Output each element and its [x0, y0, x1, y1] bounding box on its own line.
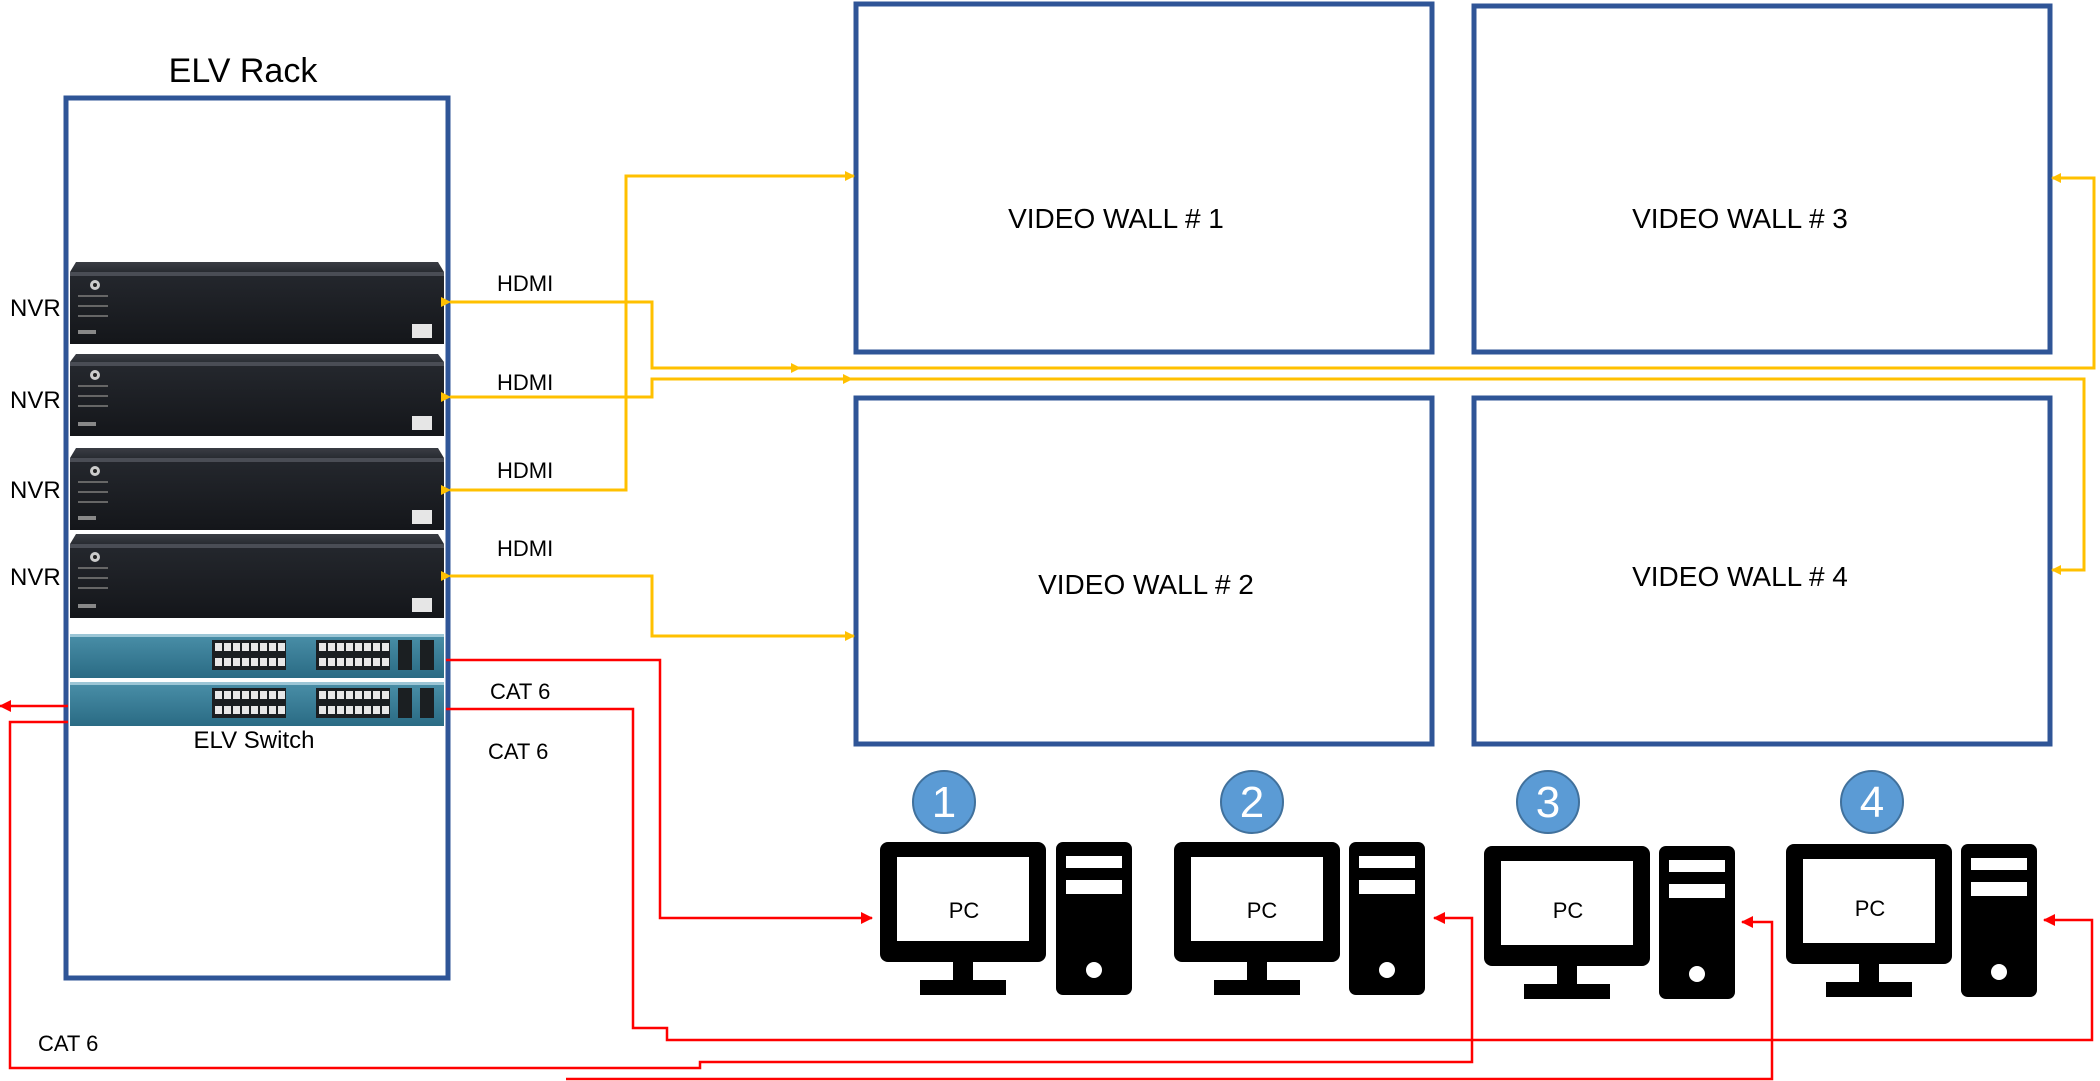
monitor-icon — [1484, 846, 1650, 999]
rack-title: ELV Rack — [169, 52, 319, 90]
nvr-unit — [70, 534, 444, 618]
cat6-label: CAT 6 — [38, 1031, 98, 1056]
monitor-icon — [1786, 844, 1952, 997]
nvr-label: NVR — [10, 387, 61, 414]
video-wall-label: VIDEO WALL # 1 — [1008, 203, 1224, 234]
nvr-label: NVR — [10, 477, 61, 504]
pc-number-badge — [912, 770, 976, 834]
cat6-connections — [0, 658, 2094, 1081]
cat6-line — [8, 720, 1474, 1070]
cat6-line — [566, 916, 1774, 1081]
elv-rack: ELV Rack — [63, 52, 451, 981]
cat6-line — [446, 658, 873, 924]
pc-number-badge — [1840, 770, 1904, 834]
pc-label: PC — [1247, 898, 1278, 923]
hdmi-connections — [441, 171, 2096, 641]
pc-number: 4 — [1860, 778, 1884, 827]
pc-workstation: 3 PC — [1484, 770, 1735, 999]
pc-number: 1 — [932, 778, 956, 827]
cat6-label: CAT 6 — [490, 679, 550, 704]
hdmi-line — [441, 173, 2096, 370]
pc-workstation: 1 PC — [880, 770, 1132, 995]
network-switch — [70, 682, 444, 726]
tower-icon — [1659, 846, 1735, 999]
nvr-unit — [70, 262, 444, 344]
switch-label: ELV Switch — [194, 727, 315, 754]
pc-workstation: 4 PC — [1786, 770, 2037, 997]
hdmi-line — [441, 377, 2086, 575]
monitor-icon — [1174, 842, 1340, 995]
tower-icon — [1056, 842, 1132, 995]
monitor-icon — [880, 842, 1046, 995]
cat6-line — [446, 707, 2094, 1042]
video-wall: VIDEO WALL # 3 — [1471, 3, 2053, 355]
hdmi-line — [441, 571, 855, 641]
hdmi-label: HDMI — [497, 271, 553, 296]
nvr-label: NVR — [10, 564, 61, 591]
hdmi-label: HDMI — [497, 458, 553, 483]
tower-icon — [1349, 842, 1425, 995]
tower-icon — [1961, 844, 2037, 997]
pc-label: PC — [1855, 896, 1886, 921]
video-wall: VIDEO WALL # 4 — [1471, 395, 2053, 747]
video-wall-label: VIDEO WALL # 2 — [1038, 569, 1254, 600]
pc-label: PC — [949, 898, 980, 923]
video-wall: VIDEO WALL # 2 — [853, 395, 1435, 747]
video-wall-label: VIDEO WALL # 4 — [1632, 561, 1848, 592]
nvr-unit — [70, 354, 444, 436]
pc-number: 3 — [1536, 778, 1560, 827]
hdmi-label: HDMI — [497, 370, 553, 395]
video-wall: VIDEO WALL # 1 — [853, 1, 1435, 355]
nvr-unit — [70, 448, 444, 530]
nvr-label: NVR — [10, 295, 61, 322]
pc-number-badge — [1220, 770, 1284, 834]
cat6-label: CAT 6 — [488, 739, 548, 764]
pc-workstation: 2 PC — [1174, 770, 1425, 995]
pc-number: 2 — [1240, 778, 1264, 827]
pc-label: PC — [1553, 898, 1584, 923]
network-switch — [70, 634, 444, 678]
hdmi-label: HDMI — [497, 536, 553, 561]
pc-number-badge — [1516, 770, 1580, 834]
video-wall-label: VIDEO WALL # 3 — [1632, 203, 1848, 234]
